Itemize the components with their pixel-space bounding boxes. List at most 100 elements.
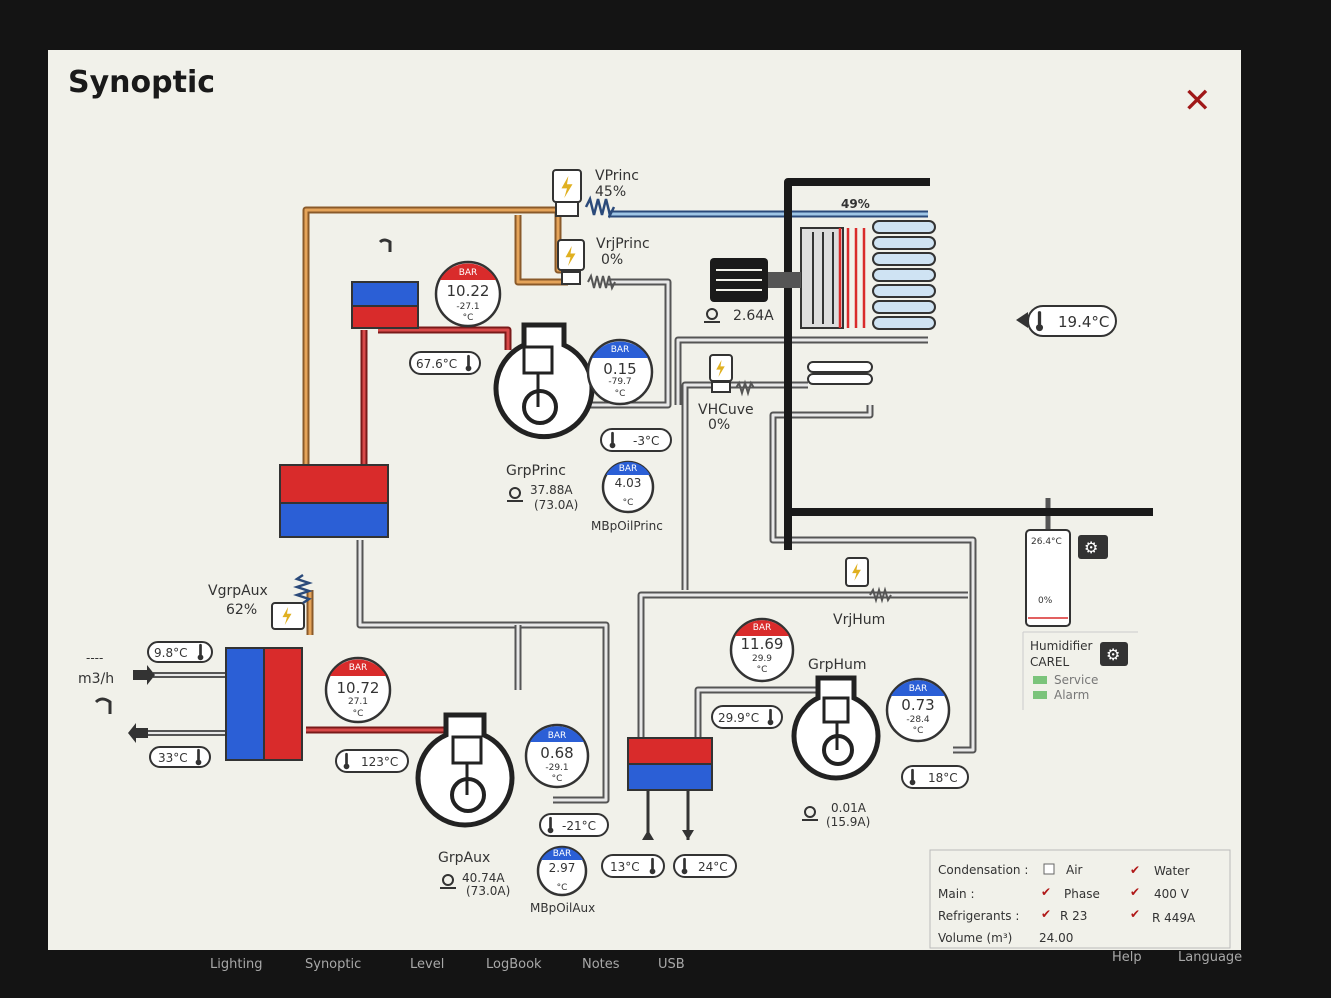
arrow-right-icon (133, 665, 155, 685)
svg-text:Volume (m³): Volume (m³) (938, 931, 1012, 945)
close-icon[interactable]: ✕ (1183, 81, 1212, 121)
svg-text:4.03: 4.03 (615, 476, 642, 490)
svg-text:°C: °C (615, 389, 626, 399)
fan-motor (710, 258, 801, 302)
nav-language[interactable]: Language (1178, 950, 1243, 965)
humidifier-tank[interactable]: 26.4°C 0% (1025, 529, 1071, 627)
temp-discharge-princ: 67.6°C (409, 351, 481, 375)
humidifier-config-button[interactable] (1100, 642, 1128, 666)
svg-text:BAR: BAR (909, 684, 928, 694)
fan-percent: 49% (841, 197, 870, 211)
svg-text:BAR: BAR (611, 345, 630, 355)
svg-text:18°C: 18°C (928, 771, 958, 785)
svg-text:GrpPrinc: GrpPrinc (506, 463, 566, 479)
nav-usb[interactable]: USB (658, 957, 685, 972)
nav-notes[interactable]: Notes (582, 957, 620, 972)
svg-text:29.9: 29.9 (752, 654, 772, 664)
gauge-oil-princ: BAR 4.03 °C MBpOilPrinc (591, 460, 663, 533)
svg-text:-28.4: -28.4 (906, 715, 930, 725)
compressor-grpprinc[interactable]: GrpPrinc 37.88A (73.0A) (493, 322, 595, 512)
svg-text:°C: °C (757, 665, 768, 675)
svg-text:VrjHum: VrjHum (833, 612, 885, 628)
valve-vrjhum[interactable]: VrjHum (833, 557, 892, 628)
svg-text:BAR: BAR (619, 464, 638, 474)
tap-icon (94, 697, 112, 714)
svg-text:0.68: 0.68 (540, 744, 573, 762)
nav-lighting[interactable]: Lighting (210, 957, 263, 972)
svg-text:°C: °C (463, 313, 474, 323)
svg-text:Air: Air (1066, 863, 1083, 877)
svg-text:-27.1: -27.1 (456, 302, 479, 312)
check-icon: ✔ (1041, 907, 1051, 921)
air-checkbox[interactable] (1043, 863, 1055, 875)
svg-text:19.4°C: 19.4°C (1058, 313, 1109, 331)
svg-text:40.74A: 40.74A (462, 871, 505, 885)
svg-text:BAR: BAR (753, 623, 772, 633)
heat-exchanger-hum (627, 737, 713, 840)
check-icon: ✔ (1041, 885, 1051, 899)
temp-hum-water-out: 24°C (673, 854, 737, 878)
svg-text:BAR: BAR (349, 663, 368, 673)
svg-text:67.6°C: 67.6°C (416, 357, 457, 371)
svg-text:(15.9A): (15.9A) (826, 815, 870, 829)
svg-text:MBpOilPrinc: MBpOilPrinc (591, 519, 663, 533)
humidifier-info: Humidifier CAREL ⚙ Service Alarm (1022, 631, 1138, 710)
svg-text:Water: Water (1154, 864, 1190, 878)
svg-text:Phase: Phase (1064, 887, 1100, 901)
svg-text:0.01A: 0.01A (831, 801, 867, 815)
check-icon: ✔ (1130, 907, 1140, 921)
valve-vgrpaux[interactable]: VgrpAux 62% (208, 573, 313, 630)
bottom-nav: Lighting Synoptic Level LogBook Notes US… (0, 950, 1331, 998)
nav-help[interactable]: Help (1112, 950, 1142, 965)
temp-discharge-aux: 123°C (335, 749, 409, 773)
svg-text:Alarm: Alarm (1054, 688, 1089, 702)
humidifier-settings-button[interactable]: ⚙ (1078, 535, 1108, 559)
svg-text:m3/h: m3/h (78, 671, 114, 687)
temp-suction-aux: -21°C (539, 813, 609, 837)
gauge-oil-aux: BAR 2.97 °C MBpOilAux (530, 845, 595, 915)
svg-text:----: ---- (86, 651, 103, 665)
svg-text:13°C: 13°C (610, 860, 640, 874)
ambient-temp-display: 19.4°C (1016, 305, 1117, 337)
svg-text:VHCuve: VHCuve (698, 402, 754, 418)
svg-text:Main :: Main : (938, 887, 975, 901)
svg-text:10.22: 10.22 (447, 282, 490, 300)
gauge-hp-hum: BAR 11.69 29.9 °C (729, 617, 795, 683)
valve-vrjprinc[interactable]: VrjPrinc 0% (557, 236, 650, 291)
svg-text:R 23: R 23 (1060, 909, 1087, 923)
condenser: 49% (800, 197, 936, 330)
compressor-grpaux[interactable]: GrpAux 40.74A (73.0A) (415, 712, 515, 898)
svg-text:37.88A: 37.88A (530, 483, 573, 497)
nav-level[interactable]: Level (410, 957, 445, 972)
nav-synoptic[interactable]: Synoptic (305, 957, 362, 972)
gauge-lp-princ: BAR 0.15 -79.7 °C (586, 338, 654, 406)
nav-logbook[interactable]: LogBook (486, 957, 542, 972)
svg-text:0.73: 0.73 (901, 696, 934, 714)
svg-text:24°C: 24°C (698, 860, 728, 874)
svg-text:29.9°C: 29.9°C (718, 711, 759, 725)
temp-discharge-hum: 29.9°C (711, 705, 783, 729)
valve-vprinc[interactable]: VPrinc 45% (552, 168, 639, 219)
heat-exchanger-middle (279, 464, 389, 538)
pipes (143, 178, 1153, 804)
svg-text:-29.1: -29.1 (545, 763, 568, 773)
svg-text:VPrinc: VPrinc (595, 168, 639, 184)
water-flow: ---- m3/h (78, 651, 155, 743)
svg-text:45%: 45% (595, 184, 626, 200)
svg-text:(73.0A): (73.0A) (534, 498, 578, 512)
valve-vhcuve[interactable]: VHCuve 0% (698, 354, 755, 433)
svg-text:°C: °C (623, 498, 634, 508)
tap-icon (378, 238, 392, 252)
svg-text:2.64A: 2.64A (733, 308, 774, 324)
svg-text:°C: °C (913, 726, 924, 736)
temp-suction-hum: 18°C (901, 765, 969, 789)
check-icon: ✔ (1130, 863, 1140, 877)
svg-text:9.8°C: 9.8°C (154, 646, 187, 660)
gauge-lp-hum: BAR 0.73 -28.4 °C (885, 677, 951, 743)
water-exchanger (225, 647, 303, 761)
check-icon: ✔ (1130, 885, 1140, 899)
compressor-grphum[interactable]: GrpHum 0.01A (15.9A) (791, 657, 881, 829)
service-indicator (1033, 676, 1047, 684)
svg-text:33°C: 33°C (158, 751, 188, 765)
svg-text:Condensation :: Condensation : (938, 863, 1028, 877)
